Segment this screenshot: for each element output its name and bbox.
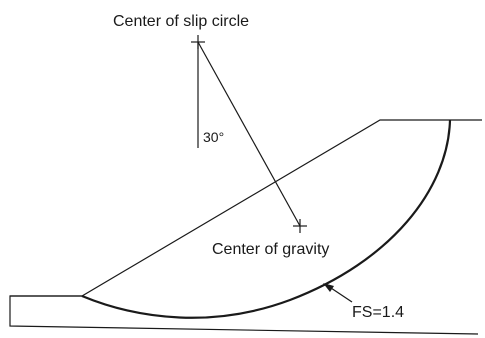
slip-surface <box>81 119 452 319</box>
center-connector-line <box>197 41 301 227</box>
label-factor-of-safety: FS=1.4 <box>352 304 404 321</box>
label-angle: 30° <box>203 129 224 145</box>
slip-center-marker-icon <box>191 35 205 49</box>
label-center-gravity: Center of gravity <box>212 241 329 258</box>
label-center-slip-circle: Center of slip circle <box>113 13 249 30</box>
ground-left-edge <box>9 295 479 335</box>
slope-profile <box>10 119 482 297</box>
gravity-center-marker-icon <box>293 219 307 233</box>
fs-leader-arrowhead-icon <box>323 283 334 292</box>
